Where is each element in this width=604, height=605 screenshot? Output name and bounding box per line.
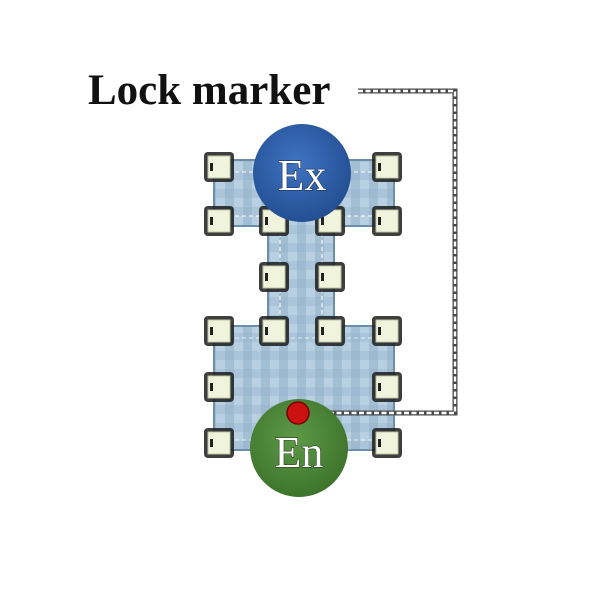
pillar [204,316,234,346]
lock-dot [286,401,310,425]
pillar [259,316,289,346]
entrance-marker: En [250,399,348,497]
pillar [372,316,402,346]
pillar [204,372,234,402]
pillar [372,206,402,236]
pillars [204,152,402,458]
exit-label: Ex [278,151,327,200]
lock-marker-label: Lock marker [88,67,330,114]
pillar [372,428,402,458]
pillar [372,152,402,182]
entrance-label: En [275,428,324,477]
entrance-circle [250,399,348,497]
pillar [372,372,402,402]
pillar [315,262,345,292]
pillar [259,262,289,292]
pillar [204,152,234,182]
lock-leader-line [302,88,458,416]
exit-marker: Ex [253,124,351,222]
pillar [204,428,234,458]
pillar [204,206,234,236]
pillar [315,316,345,346]
exit-circle [253,124,351,222]
